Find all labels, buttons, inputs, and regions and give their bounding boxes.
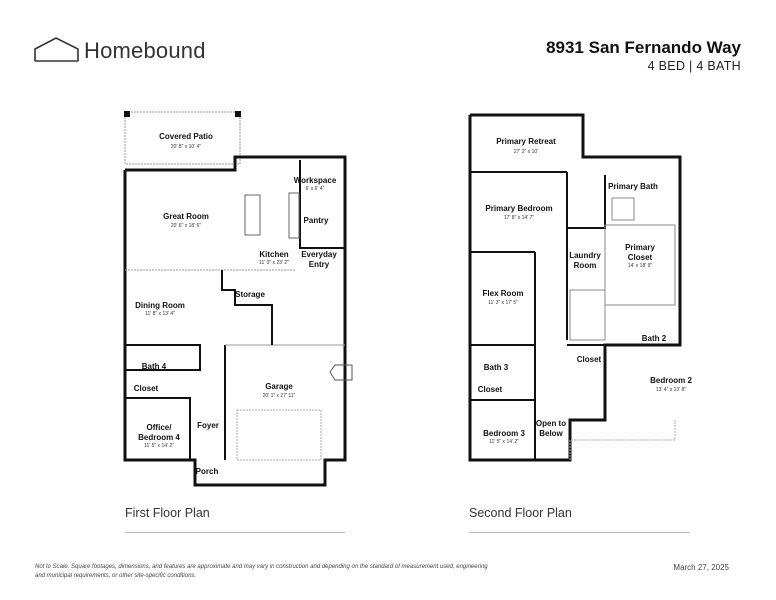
room-foyer: Foyer bbox=[197, 421, 219, 430]
room-pantry: Pantry bbox=[303, 216, 329, 225]
room-bath-3: Bath 3 bbox=[483, 363, 509, 372]
room-storage: Storage bbox=[235, 290, 265, 299]
property-address: 8931 San Fernando Way bbox=[546, 38, 741, 57]
room-open-to-below: Open to Below bbox=[535, 419, 567, 438]
room-dims: 11' 5" x 14' 2" bbox=[489, 439, 519, 445]
property-specs: 4 BED | 4 BATH bbox=[647, 59, 741, 73]
room-laundry-room: Laundry Room bbox=[569, 251, 601, 270]
room-dims: 20' 6" x 18' 6" bbox=[170, 223, 202, 229]
room-bedroom-2: Bedroom 2 bbox=[650, 376, 692, 385]
room-dims: 11' 5" x 14' 2" bbox=[144, 443, 174, 449]
room-workspace: Workspace bbox=[293, 176, 337, 185]
room-primary-closet: Primary Closet bbox=[625, 243, 655, 262]
house-roof-icon bbox=[34, 37, 79, 62]
room-dims: 6' x 6' 4" bbox=[305, 186, 325, 192]
room-bedroom-3: Bedroom 3 bbox=[483, 429, 525, 438]
room-primary-retreat: Primary Retreat bbox=[496, 137, 556, 146]
room-dims: 11' 0" x 23' 2" bbox=[259, 260, 289, 266]
room-closet: Closet bbox=[133, 384, 159, 393]
divider bbox=[125, 532, 345, 533]
divider bbox=[469, 532, 690, 533]
room-dims: 17' 8" x 14' 7" bbox=[503, 215, 535, 221]
room-closet: Closet bbox=[576, 355, 602, 364]
room-flex-room: Flex Room bbox=[482, 289, 524, 298]
room-dims: 27' 2" x 10' bbox=[513, 149, 539, 155]
room-dims: 14' x 18' 9" bbox=[627, 263, 653, 269]
room-dims: 20' 8" x 10' 4" bbox=[170, 144, 202, 150]
room-kitchen: Kitchen bbox=[259, 250, 289, 259]
second-floor-walls bbox=[468, 113, 682, 462]
first-floor-caption: First Floor Plan bbox=[125, 506, 210, 520]
second-floor-caption: Second Floor Plan bbox=[469, 506, 572, 520]
room-primary-bath: Primary Bath bbox=[608, 182, 658, 191]
first-floor-walls bbox=[123, 111, 353, 487]
room-covered-patio: Covered Patio bbox=[159, 132, 213, 141]
room-closet: Closet bbox=[477, 385, 503, 394]
room-great-room: Great Room bbox=[163, 212, 209, 221]
room-dims: 11' 3" x 17' 5" bbox=[488, 300, 518, 306]
room-dining-room: Dining Room bbox=[135, 301, 185, 310]
plan-date: March 27, 2025 bbox=[673, 563, 729, 572]
room-bath-2: Bath 2 bbox=[641, 334, 667, 343]
room-bath-4: Bath 4 bbox=[141, 362, 167, 371]
room-dims: 20' 1" x 27' 11" bbox=[262, 393, 296, 399]
room-dims: 13' 4" x 13' 8" bbox=[655, 387, 687, 393]
room-office-bedroom-4: Office/ Bedroom 4 bbox=[138, 423, 180, 442]
room-dims: 11' 8" x 13' 4" bbox=[145, 311, 175, 317]
brand-name: Homebound bbox=[84, 38, 206, 63]
room-everyday-entry: Everyday Entry bbox=[301, 250, 337, 269]
room-garage: Garage bbox=[265, 382, 293, 391]
room-primary-bedroom: Primary Bedroom bbox=[485, 204, 553, 213]
room-porch: Porch bbox=[195, 467, 219, 476]
disclaimer: Not to Scale. Square footages, dimension… bbox=[35, 564, 488, 579]
